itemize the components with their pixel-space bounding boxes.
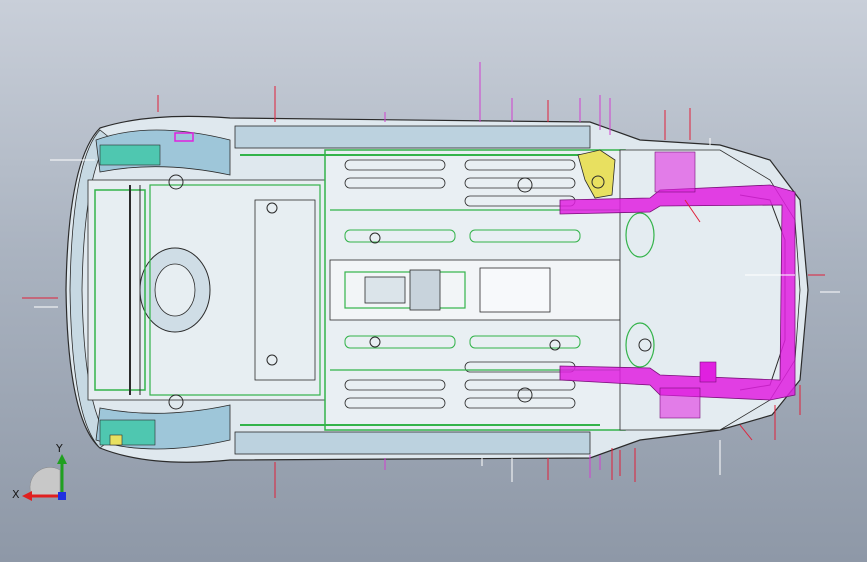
floor-pan (240, 149, 626, 431)
y-axis-label: Y (55, 442, 63, 455)
orientation-triad[interactable]: Y X (10, 440, 80, 510)
front-subframe (87, 132, 329, 446)
triad-plane-icon (29, 467, 61, 497)
y-axis-arrowhead-icon (57, 454, 67, 464)
x-axis-arrowhead-icon (22, 491, 32, 501)
datum-markers-magenta (384, 62, 611, 478)
rear-frame (559, 149, 801, 431)
x-axis-label: X (12, 488, 20, 501)
datum-markers (22, 86, 825, 498)
z-axis-marker (58, 492, 66, 500)
datum-markers-white (34, 138, 840, 482)
